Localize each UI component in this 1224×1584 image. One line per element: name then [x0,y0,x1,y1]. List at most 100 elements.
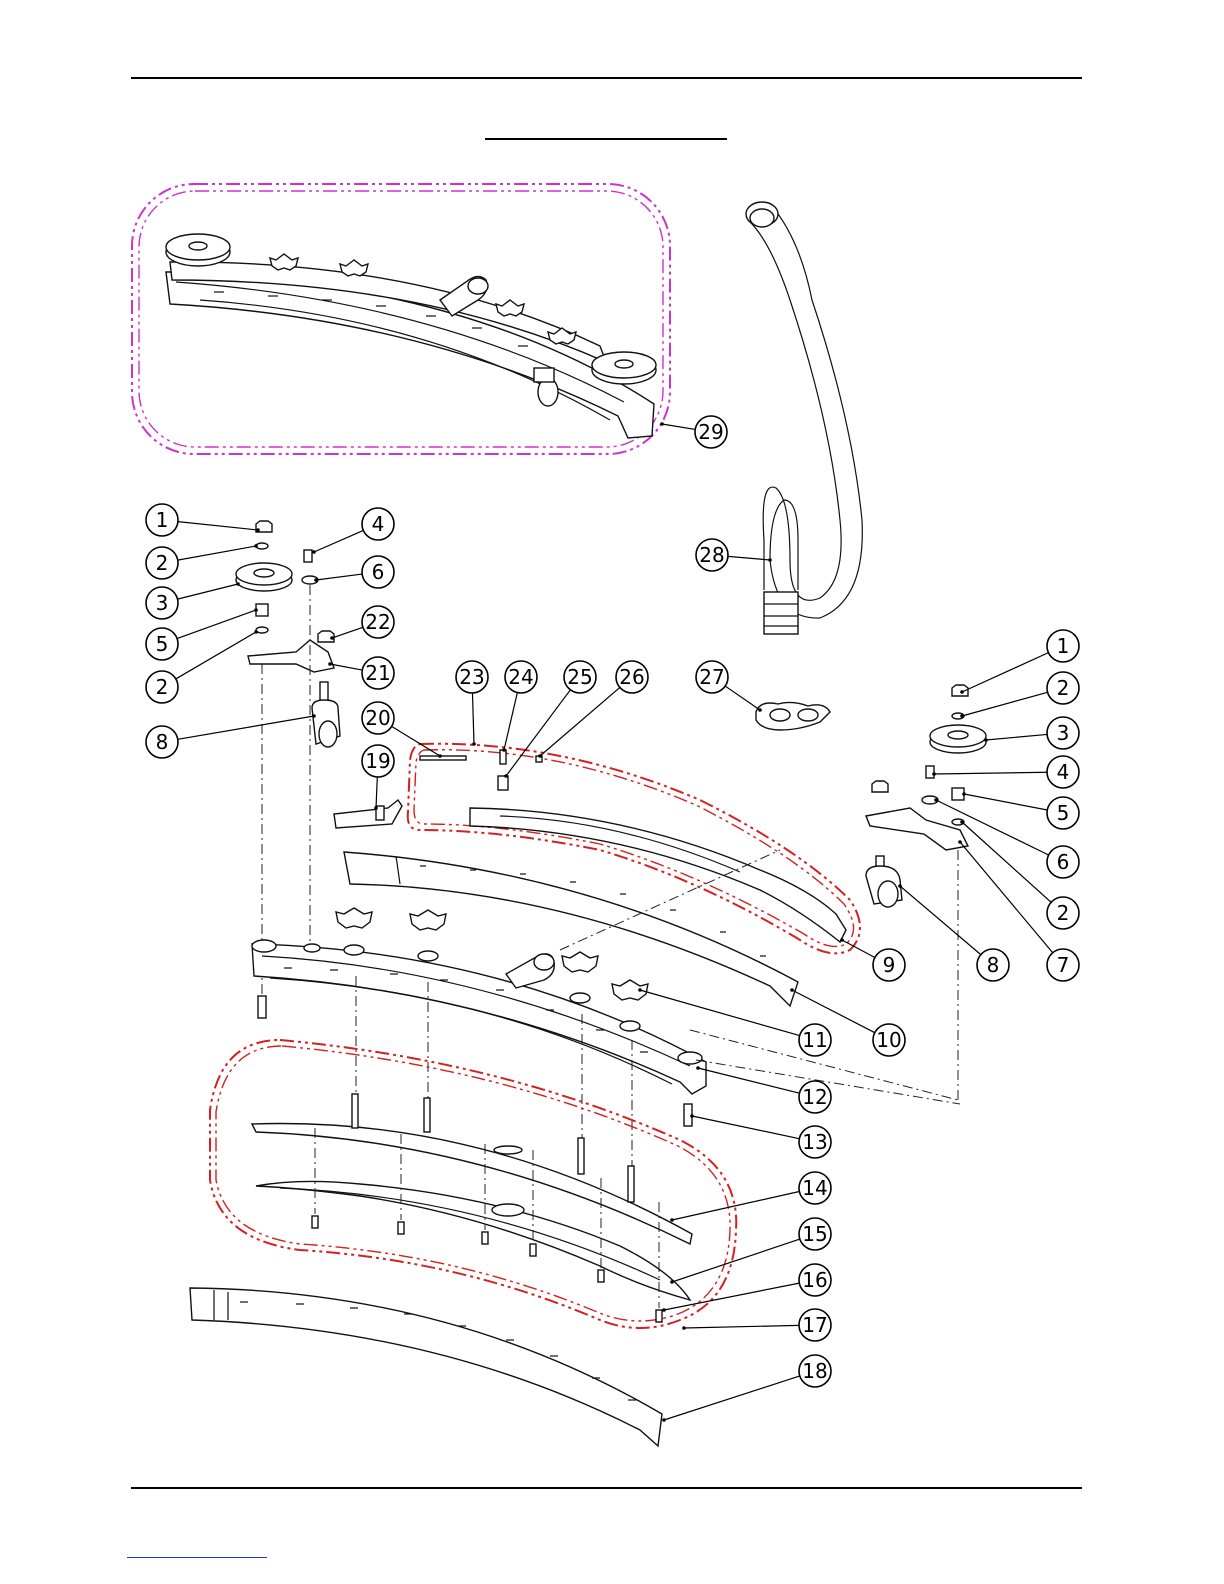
callout-number: 12 [802,1085,827,1109]
callout-leader-dot [312,550,316,554]
callout-leader-dot [690,1114,694,1118]
callout-number: 2 [156,675,169,699]
callout-leader [178,522,258,530]
callout-leader [314,530,363,552]
callout-leader [698,1068,799,1093]
callout-number: 24 [508,665,533,689]
callout-2: 2 [960,672,1079,718]
callout-leader [960,842,1053,953]
callout-leader [506,690,570,776]
callout-leader [472,693,474,744]
callout-number: 21 [365,661,390,685]
callout-leader-dot [682,1326,686,1330]
callout-leader [504,693,517,750]
callout-leader [684,1325,799,1328]
callout-number: 3 [1057,721,1070,745]
callout-19: 19 [362,745,394,810]
callout-number: 14 [802,1176,827,1200]
callout-leader-dot [312,714,316,718]
callout-28: 28 [696,539,772,571]
callout-number: 11 [802,1028,827,1052]
vacuum-hose-28 [746,202,862,634]
callout-leader-dot [934,798,938,802]
callout-9: 9 [840,938,905,981]
callout-number: 2 [156,551,169,575]
hose-clamp-27 [756,702,830,730]
callout-number: 8 [156,730,169,754]
callout-number: 26 [619,665,644,689]
callout-leader-dot [254,544,258,548]
callout-leader [177,610,256,639]
assembly-29-squeegee [166,234,656,438]
callout-number: 18 [802,1359,827,1383]
callout-4: 4 [312,508,394,554]
callout-14: 14 [670,1172,831,1222]
callout-3: 3 [146,582,240,619]
callout-3: 3 [984,717,1079,749]
callout-number: 2 [1057,901,1070,925]
callout-8: 8 [898,884,1009,981]
callout-number: 8 [987,953,1000,977]
callout-number: 13 [802,1130,827,1154]
callout-number: 22 [365,610,390,634]
callout-leader-dot [254,608,258,612]
callout-leader-dot [898,884,902,888]
callout-number: 4 [372,512,385,536]
callout-number: 2 [1057,676,1070,700]
callout-29: 29 [660,416,727,448]
callout-leader-dot [314,578,318,582]
callout-leader-dot [236,582,240,586]
callout-number: 1 [1057,634,1070,658]
callout-leader [962,653,1048,692]
callout-leader [986,734,1047,740]
callout-number: 4 [1057,760,1070,784]
callout-number: 20 [365,706,390,730]
callout-leader-dot [662,1308,666,1312]
callout-leader-dot [438,754,442,758]
callout-leader [662,424,695,429]
callout-8: 8 [146,714,316,758]
callout-number: 7 [1057,953,1070,977]
callout-leader-dot [958,840,962,844]
callout-leader-dot [660,422,664,426]
callout-leader [392,726,440,756]
callout-leader [376,777,377,808]
callout-6: 6 [314,556,394,588]
callout-1: 1 [146,504,260,536]
callout-4: 4 [932,756,1079,788]
callout-leader-dot [538,754,542,758]
callout-leader-dot [670,1218,674,1222]
callout-21: 21 [328,657,394,689]
callout-number: 29 [698,420,723,444]
callout-leader [964,794,1047,810]
callout-leader [934,772,1047,774]
callout-leader-dot [840,938,844,942]
callout-number: 15 [802,1222,827,1246]
callout-leader-dot [328,662,332,666]
callout-leader [330,664,362,670]
callout-12: 12 [696,1066,831,1113]
callout-number: 25 [567,665,592,689]
callout-leader [672,1239,800,1282]
callout-number: 5 [156,632,169,656]
callout-27: 27 [696,661,762,712]
callout-number: 17 [802,1313,827,1337]
callout-leader-dot [984,738,988,742]
callout-leader [792,990,875,1033]
callout-leader [725,686,760,710]
callout-leader-dot [638,988,642,992]
callout-leader-dot [696,1066,700,1070]
callout-leader [540,687,620,756]
callout-leader-dot [962,792,966,796]
callout-number: 1 [156,508,169,532]
callout-22: 22 [330,606,394,640]
callout-leader-dot [502,748,506,752]
callout-number: 6 [1057,850,1070,874]
callout-number: 23 [459,665,484,689]
callout-leader [640,990,800,1036]
callout-number: 9 [883,953,896,977]
callout-number: 6 [372,560,385,584]
callout-leader [316,574,362,580]
callout-18: 18 [662,1355,831,1422]
